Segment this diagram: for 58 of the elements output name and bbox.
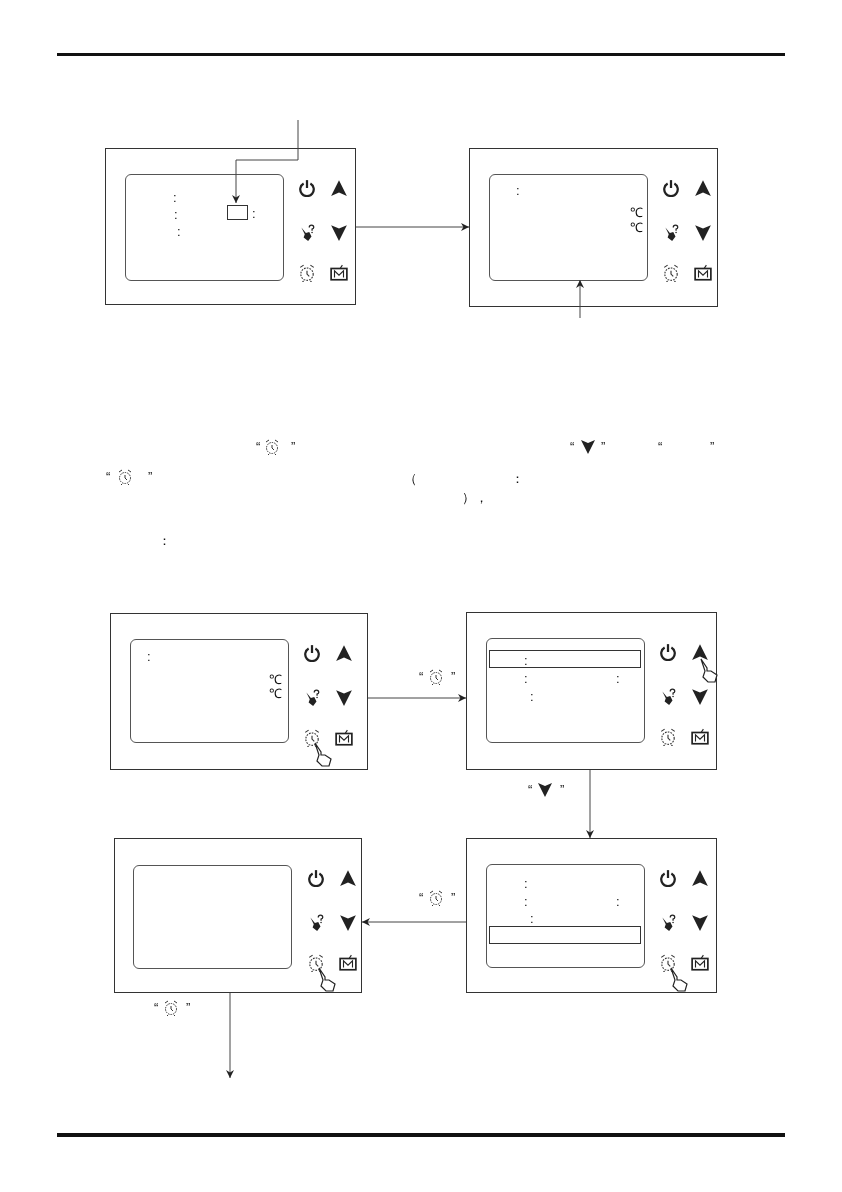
- label-text: ”: [148, 470, 153, 483]
- label-text: ），: [462, 491, 488, 504]
- label-text: “: [106, 470, 111, 483]
- controller-panel: [105, 148, 356, 305]
- label-text: “: [419, 670, 424, 683]
- label-text: （: [404, 472, 417, 485]
- controller-panel: [466, 838, 717, 993]
- lcd-screen: [486, 864, 645, 968]
- label-text: ℃: [269, 673, 282, 686]
- label-text: ”: [451, 670, 456, 683]
- label-text: ”: [291, 440, 296, 453]
- label-text: ℃: [630, 221, 643, 234]
- label-text: ”: [710, 440, 715, 453]
- arrow: [576, 279, 584, 319]
- label-text: :: [173, 191, 177, 204]
- label-text: :: [524, 654, 528, 667]
- label-text: ”: [560, 783, 565, 796]
- label-text: :: [530, 690, 534, 703]
- lcd-screen: [133, 865, 292, 969]
- label-text: :: [530, 912, 534, 925]
- lcd-screen: [489, 174, 648, 281]
- controller-panel: [469, 148, 718, 307]
- label-text: ℃: [630, 206, 643, 219]
- label-text: ：: [158, 534, 171, 547]
- label-text: :: [177, 225, 181, 238]
- label-text: “: [528, 783, 533, 796]
- label-text: :: [524, 877, 528, 890]
- label-text: “: [570, 440, 575, 453]
- label-text: :: [147, 650, 151, 663]
- label-text: “: [154, 1001, 159, 1014]
- lcd-screen: [486, 638, 645, 743]
- label-text: :: [524, 672, 528, 685]
- label-text: :: [174, 208, 178, 221]
- label-text: “: [419, 891, 424, 904]
- label-text: :: [516, 184, 520, 197]
- label-text: ℃: [269, 687, 282, 700]
- controller-panel: [110, 613, 368, 770]
- label-text: “: [658, 440, 663, 453]
- leader-line: [232, 119, 299, 204]
- label-text: ”: [601, 440, 606, 453]
- arrow: [355, 223, 470, 231]
- controller-panel: [466, 612, 717, 770]
- label-text: ：: [511, 472, 524, 485]
- arrow: [586, 769, 594, 839]
- highlight-box: [227, 205, 248, 220]
- arrow: [361, 918, 467, 926]
- label-text: :: [616, 672, 620, 685]
- label-text: “: [256, 440, 261, 453]
- lcd-screen: [130, 639, 289, 743]
- arrow: [367, 694, 467, 702]
- label-text: ”: [451, 891, 456, 904]
- label-text: :: [524, 895, 528, 908]
- label-text: ”: [186, 1001, 191, 1014]
- label-text: :: [252, 207, 256, 220]
- lcd-screen: [125, 174, 284, 281]
- label-text: :: [616, 895, 620, 908]
- arrow: [226, 992, 234, 1079]
- controller-panel: [114, 838, 362, 993]
